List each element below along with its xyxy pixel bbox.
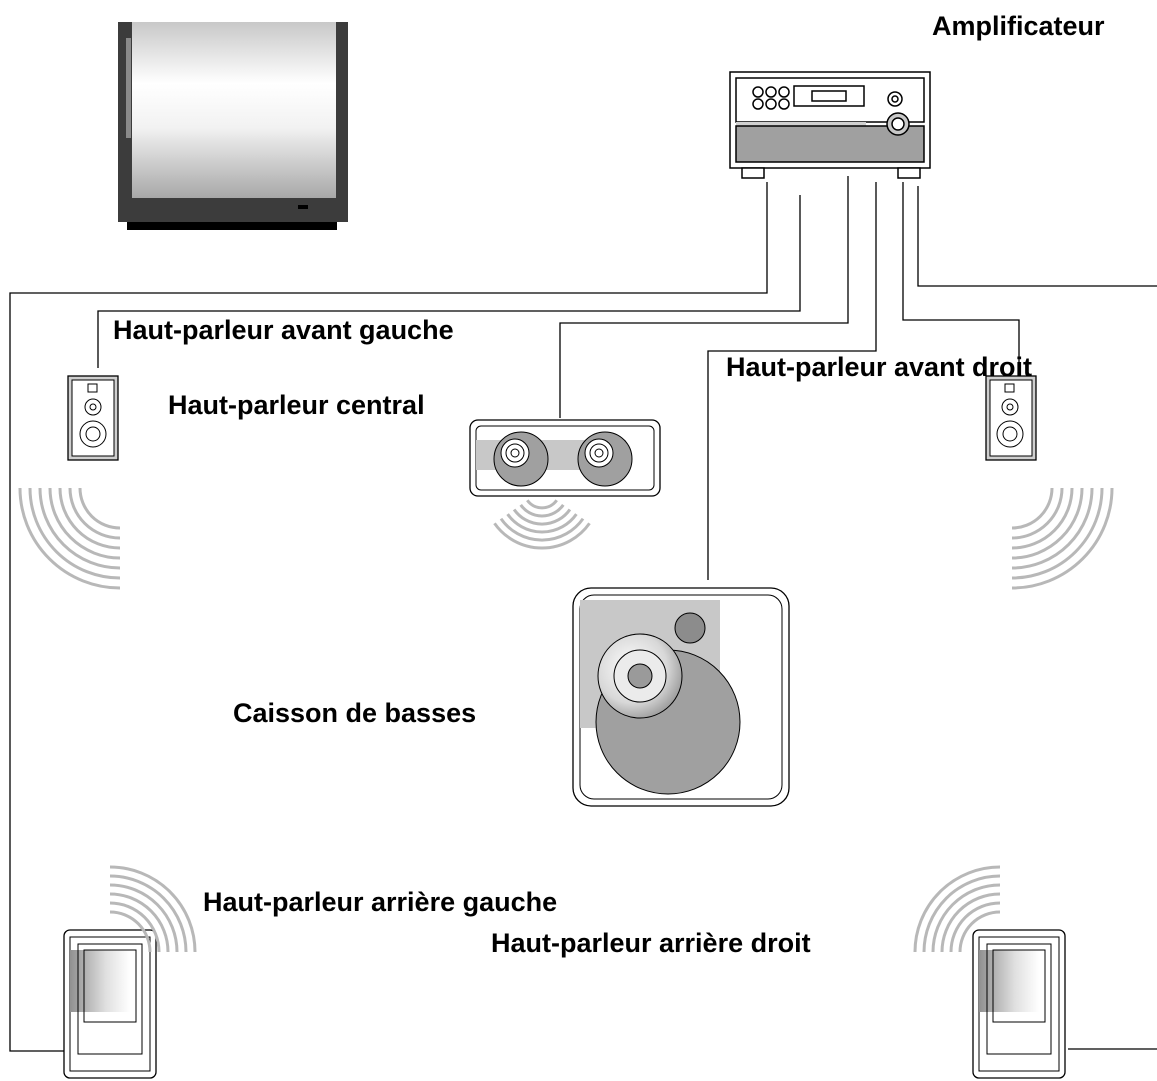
sound-wave-arc [506,513,578,534]
front-right-speaker-label: Haut-parleur avant droit [726,352,1033,382]
sound-wave-arc [1011,487,1104,580]
sound-wave-arc [109,910,152,953]
sound-wave-arc [109,892,170,953]
sound-wave-arc [931,883,1001,953]
sound-wave-arc [109,874,188,953]
sound-wave-arc [922,874,1001,953]
center-speaker-icon [469,419,661,497]
sound-wave-arc [38,487,121,570]
amplifier-label: Amplificateur [932,11,1105,41]
sound-wave-arc [1011,487,1054,530]
rear-right-sound-waves [913,865,1001,953]
sound-wave-arc [48,487,121,560]
sound-wave-arc [913,865,1001,953]
sound-wave-arc [58,487,121,550]
sound-wave-arc [18,487,121,590]
sound-wave-arc [526,499,558,510]
sound-wave-arc [499,517,585,542]
sound-wave-arc [109,901,161,953]
front-left-sound-waves [18,487,121,590]
sound-wave-arc [493,522,591,550]
center-sound-waves [493,499,591,550]
rear-right-speaker-icon [972,929,1066,1079]
center-speaker-label: Haut-parleur central [168,390,425,420]
rear-left-speaker-label: Haut-parleur arrière gauche [203,887,558,917]
speaker-wires [9,176,1157,1052]
front-right-speaker-icon [985,375,1037,461]
subwoofer-icon [572,587,790,807]
sound-wave-arc [949,901,1001,953]
sound-wave-arc [109,865,197,953]
sound-wave-arc [1011,487,1114,590]
sound-wave-arc [109,883,179,953]
sound-wave-arc [78,487,121,530]
sound-wave-arc [940,892,1001,953]
sound-wave-arc [958,910,1001,953]
sound-wave-arc [68,487,121,540]
front-left-speaker-label: Haut-parleur avant gauche [113,315,454,345]
sound-wave-arc [512,508,572,526]
rear-left-sound-waves [109,865,197,953]
sound-wave-arc [519,503,565,518]
sound-wave-arc [28,487,121,580]
rear-left-speaker-icon [63,929,157,1079]
amplifier-icon [729,71,931,179]
sound-wave-arc [1011,487,1064,540]
front-right-sound-waves [1011,487,1114,590]
front-left-speaker-icon [67,375,119,461]
rear-right-speaker-label: Haut-parleur arrière droit [491,928,811,958]
sound-wave-arc [1011,487,1074,550]
sound-wave-arc [1011,487,1084,560]
television-icon [118,22,348,230]
subwoofer-label: Caisson de basses [233,698,477,728]
sound-wave-arc [1011,487,1094,570]
